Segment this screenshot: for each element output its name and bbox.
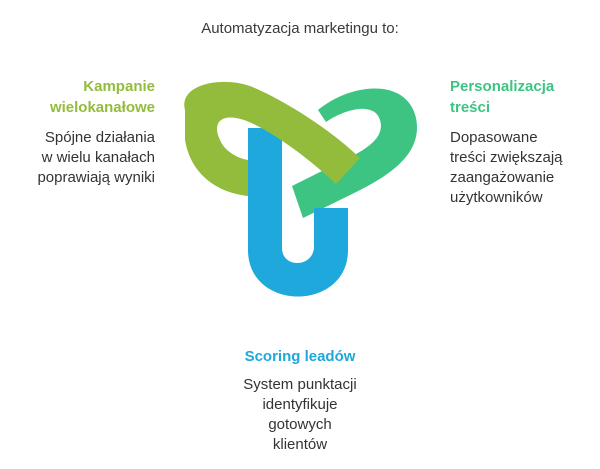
item-content-personalization: Personalizacja treści Dopasowane treści … — [450, 76, 590, 208]
item-multichannel-campaigns: Kampanie wielokanałowe Spójne działania … — [20, 76, 155, 188]
item-heading: Personalizacja treści — [450, 78, 555, 116]
item-description: Spójne działania w wielu kanałach popraw… — [37, 129, 155, 186]
item-lead-scoring: Scoring leadów System punktacji identyfi… — [200, 346, 400, 455]
item-description: System punktacji identyfikuje gotowych k… — [243, 376, 357, 453]
lead-scoring-loop — [248, 128, 348, 297]
item-description: Dopasowane treści zwiększają zaangażowan… — [450, 129, 563, 206]
diagram-title: Automatyzacja marketingu to: — [201, 20, 399, 37]
personalization-loop — [292, 88, 417, 218]
item-heading: Kampanie wielokanałowe — [49, 78, 155, 116]
multichannel-loop — [184, 81, 360, 196]
interlocking-knot-graphic — [184, 81, 417, 297]
item-heading: Scoring leadów — [244, 348, 356, 365]
